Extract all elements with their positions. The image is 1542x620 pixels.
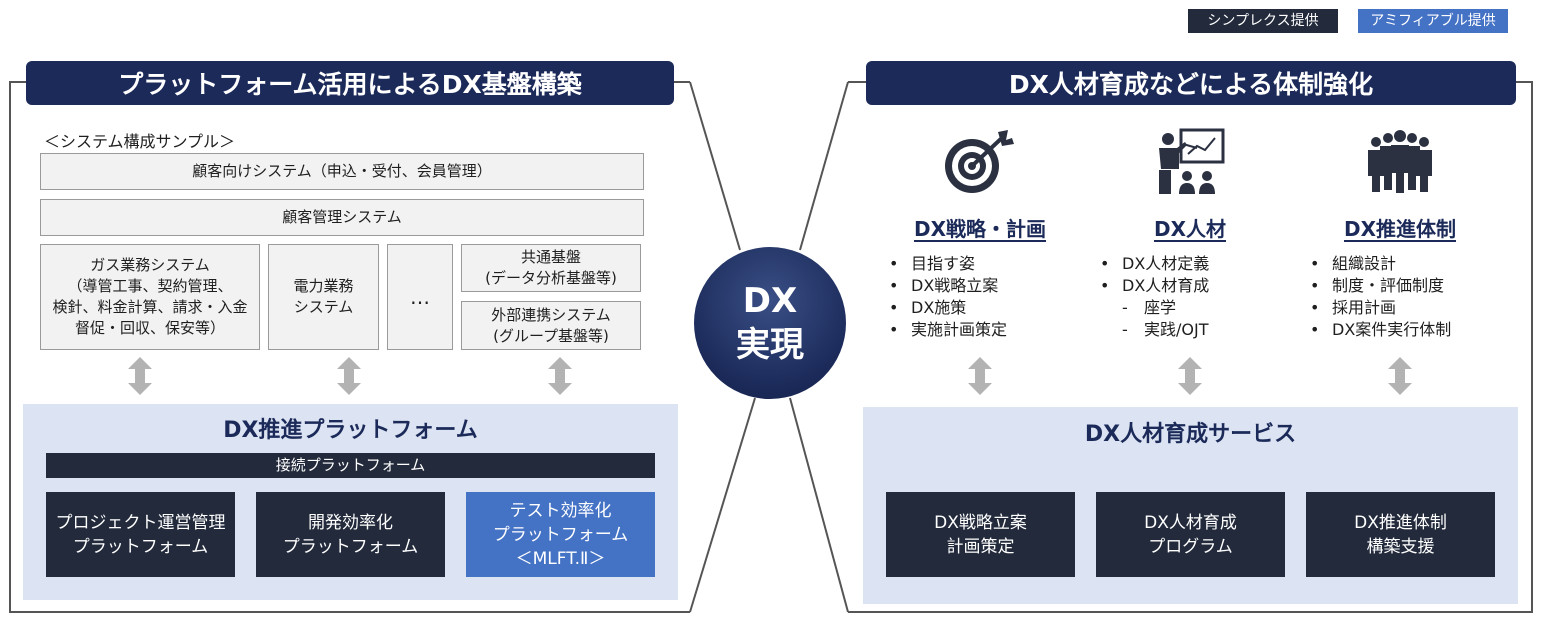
- development-efficiency-platform: 開発効率化 プラットフォーム: [256, 492, 445, 577]
- customer-facing-system: 顧客向けシステム（申込・受付、会員管理）: [40, 153, 644, 190]
- right-panel-title: DX人材育成などによる体制強化: [866, 61, 1516, 105]
- dx-talent-program-service: DX人材育成 プログラム: [1096, 492, 1285, 577]
- list-item: DX施策: [889, 297, 1007, 319]
- list-item: DX人材育成: [1100, 275, 1209, 297]
- list-item: 採用計画: [1310, 297, 1451, 319]
- arrow-icon: [968, 357, 992, 395]
- external-integration-system: 外部連携システム (グループ基盤等): [461, 301, 641, 350]
- list-item: 実施計画策定: [889, 319, 1007, 341]
- system-sample-label: ＜システム構成サンプル＞: [44, 132, 236, 151]
- project-management-platform: プロジェクト運営管理 プラットフォーム: [46, 492, 235, 577]
- dx-strategy-heading: DX戦略・計画: [913, 217, 1047, 241]
- dx-talent-heading: DX人材: [1153, 217, 1227, 241]
- right-arrows: [968, 357, 1412, 395]
- legend-amiable: アミフィアブル提供: [1358, 9, 1508, 33]
- team-icon: [1368, 130, 1432, 193]
- customer-management-system: 顧客管理システム: [40, 199, 644, 236]
- dx-talent-list: DX人材定義 DX人材育成 座学 実践/OJT: [1100, 253, 1209, 341]
- dx-organization-support-service: DX推進体制 構築支援: [1306, 492, 1495, 577]
- left-arrows: [128, 357, 572, 395]
- dx-strategy-planning-service: DX戦略立案 計画策定: [886, 492, 1075, 577]
- presenter-icon: [1159, 128, 1225, 194]
- arrow-icon: [337, 357, 361, 395]
- center-line2: 実現: [736, 325, 804, 365]
- arrow-icon: [1388, 357, 1412, 395]
- dx-talent-service-title: DX人材育成サービス: [1084, 422, 1297, 447]
- arrow-icon: [1178, 357, 1202, 395]
- list-item: 座学: [1100, 297, 1209, 319]
- list-item: DX人材定義: [1100, 253, 1209, 275]
- ellipsis-box: …: [387, 244, 453, 350]
- dx-strategy-list: 目指す姿 DX戦略立案 DX施策 実施計画策定: [889, 253, 1007, 341]
- dx-realization-circle: DX 実現: [694, 247, 846, 399]
- dx-platform-title: DX推進プラットフォーム: [223, 418, 478, 443]
- list-item: DX案件実行体制: [1310, 319, 1451, 341]
- connection-platform-bar: 接続プラットフォーム: [46, 453, 655, 478]
- dx-promotion-heading: DX推進体制: [1343, 217, 1457, 241]
- list-item: 制度・評価制度: [1310, 275, 1451, 297]
- power-business-system: 電力業務 システム: [268, 244, 379, 350]
- list-item: 実践/OJT: [1100, 319, 1209, 341]
- left-panel-title: プラットフォーム活用によるDX基盤構築: [26, 61, 674, 105]
- legend-simplex: シンプレクス提供: [1188, 9, 1338, 33]
- arrow-icon: [128, 357, 152, 395]
- list-item: DX戦略立案: [889, 275, 1007, 297]
- list-item: 組織設計: [1310, 253, 1451, 275]
- arrow-icon: [548, 357, 572, 395]
- list-item: 目指す姿: [889, 253, 1007, 275]
- dx-promotion-list: 組織設計 制度・評価制度 採用計画 DX案件実行体制: [1310, 253, 1451, 341]
- center-line1: DX: [742, 281, 798, 321]
- gas-business-system: ガス業務システム （導管工事、契約管理、 検針、料金計算、請求・入金 督促・回収…: [40, 244, 260, 350]
- common-platform-system: 共通基盤 (データ分析基盤等): [461, 244, 641, 292]
- target-icon: [945, 130, 1014, 193]
- test-efficiency-platform: テスト効率化 プラットフォーム ＜MLFT.Ⅱ＞: [466, 492, 655, 577]
